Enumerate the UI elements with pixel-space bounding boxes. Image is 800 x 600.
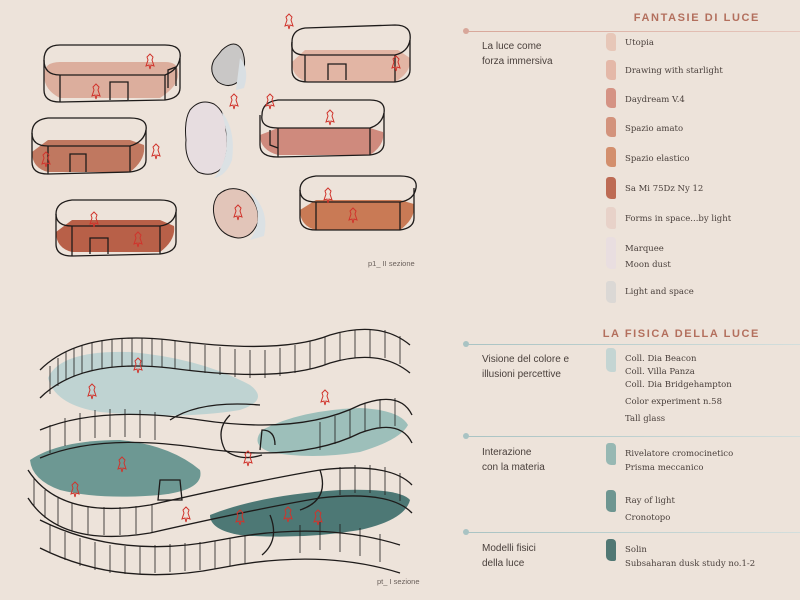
item-subsaharan: Subsaharan dusk study no.1-2 bbox=[625, 559, 756, 569]
item-utopia: Utopia bbox=[625, 38, 654, 48]
room-box bbox=[291, 24, 411, 83]
fisica-dot-2 bbox=[463, 433, 469, 439]
room-box bbox=[31, 117, 147, 175]
item-forms-in-space: Forms in space...by light bbox=[625, 214, 732, 224]
item-rivelatore: Rivelatore cromocinetico bbox=[625, 449, 734, 459]
room-box bbox=[55, 199, 177, 257]
item-drawing-with-starlight: Drawing with starlight bbox=[625, 66, 723, 76]
item-ray-of-light: Ray of light bbox=[625, 496, 675, 506]
blob-lilac-shadow bbox=[214, 112, 233, 178]
item-spazio-amato: Spazio amato bbox=[625, 124, 684, 134]
fisica-rule-1 bbox=[466, 344, 800, 345]
item-light-and-space: Light and space bbox=[625, 287, 694, 297]
axonometric-drawings bbox=[27, 13, 417, 576]
blob-lilac bbox=[185, 101, 228, 175]
item-color-experiment: Color experiment n.58 bbox=[625, 397, 722, 407]
room-box bbox=[299, 175, 417, 231]
swatch-spazio-elastico bbox=[606, 147, 616, 167]
swatch-daydream bbox=[606, 88, 616, 108]
swatch-modelli bbox=[606, 539, 616, 561]
fantasie-dot bbox=[463, 28, 469, 34]
fantasie-rule bbox=[466, 31, 800, 32]
fisica-rule-3 bbox=[466, 532, 800, 533]
fisica-group-3-label: Modelli fisici della luce bbox=[482, 543, 536, 569]
item-solin: Solin bbox=[625, 545, 647, 555]
item-daydream: Daydream V.4 bbox=[625, 95, 685, 105]
item-spazio-elastico: Spazio elastico bbox=[625, 154, 690, 164]
room-box bbox=[43, 44, 181, 103]
fisica-rule-2 bbox=[466, 436, 800, 437]
fisica-title: LA FISICA DELLA LUCE bbox=[602, 328, 760, 340]
room-box bbox=[259, 99, 385, 158]
ribbon-structure bbox=[27, 328, 413, 576]
item-dia-bridgehampton: Coll. Dia Bridgehampton bbox=[625, 380, 732, 390]
swatch-interazione-1 bbox=[606, 443, 616, 465]
item-tall-glass: Tall glass bbox=[625, 414, 666, 424]
swatch-sa-mi bbox=[606, 177, 616, 199]
swatch-light-and-space bbox=[606, 281, 616, 303]
swatch-forms-in-space bbox=[606, 207, 616, 229]
swatch-visione bbox=[606, 348, 616, 372]
fisica-dot-1 bbox=[463, 341, 469, 347]
bottom-section-caption: pt_ I sezione bbox=[377, 577, 420, 586]
item-sa-mi: Sa Mi 75Dz Ny 12 bbox=[625, 184, 704, 194]
swatch-interazione-2 bbox=[606, 490, 616, 512]
fisica-group-2-label: Interazione con la materia bbox=[482, 447, 545, 473]
item-prisma: Prisma meccanico bbox=[625, 463, 704, 473]
fisica-dot-3 bbox=[463, 529, 469, 535]
swatch-spazio-amato bbox=[606, 117, 616, 137]
fisica-group-1-label: Visione del colore e illusioni percettiv… bbox=[482, 354, 570, 380]
blob-grey-shadow bbox=[236, 58, 247, 90]
swatch-utopia bbox=[606, 33, 616, 51]
fantasie-title: FANTASIE DI LUCE bbox=[633, 12, 760, 24]
item-moon-dust: Moon dust bbox=[625, 260, 671, 270]
item-marquee: Marquee bbox=[625, 244, 664, 254]
swatch-marquee bbox=[606, 237, 616, 269]
item-dia-beacon: Coll. Dia Beacon bbox=[625, 354, 697, 364]
blob-peach-shadow bbox=[250, 192, 266, 240]
fantasie-group-label: La luce come forza immersiva bbox=[482, 41, 553, 67]
blob-peach bbox=[212, 188, 259, 239]
top-section-caption: p1_ II sezione bbox=[368, 259, 415, 268]
item-cronotopo: Cronotopo bbox=[625, 513, 671, 523]
item-villa-panza: Coll. Villa Panza bbox=[625, 367, 695, 377]
swatch-drawing-with-starlight bbox=[606, 60, 616, 80]
